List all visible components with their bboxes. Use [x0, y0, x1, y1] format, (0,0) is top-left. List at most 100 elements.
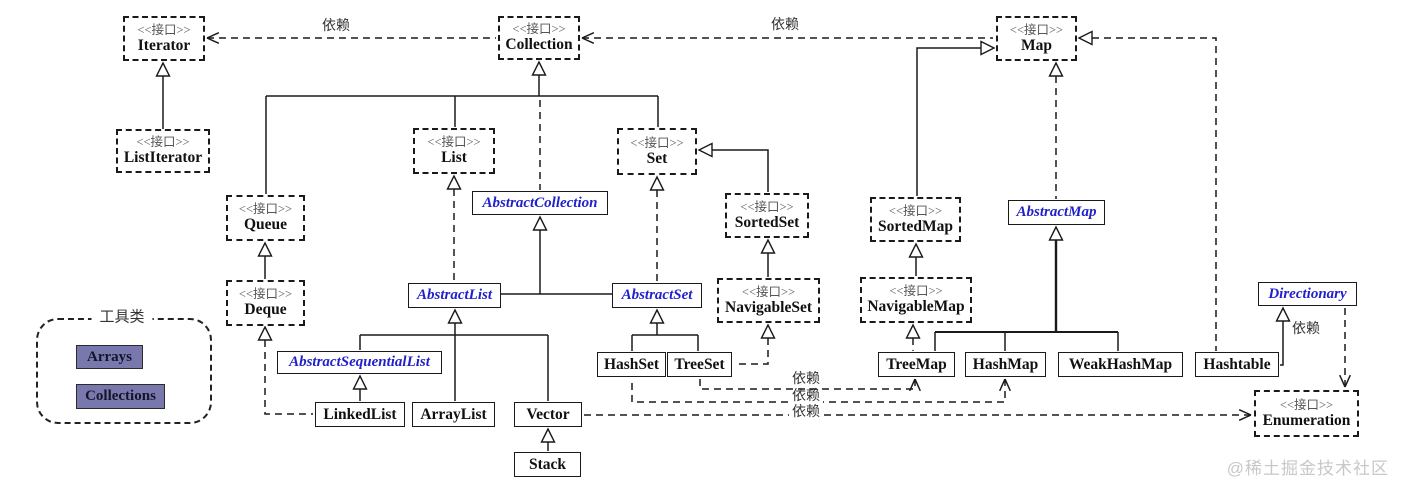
- node-deque: <<接口>>Deque: [226, 280, 305, 326]
- node-navigablemap: <<接口>>NavigableMap: [860, 277, 972, 323]
- edge-hashtable-to-map: [1077, 30, 1217, 351]
- node-label: AbstractMap: [1016, 204, 1097, 221]
- node-abstractcollection: AbstractCollection: [472, 191, 608, 215]
- edge-navigableset-to-sortedset: [760, 238, 776, 277]
- edge-sortedset-to-set: [697, 142, 769, 192]
- node-hashset: HashSet: [597, 352, 666, 377]
- edge-abstractmap-to-map: [1048, 61, 1064, 199]
- node-label: Enumeration: [1262, 411, 1351, 429]
- node-label: ListIterator: [123, 149, 203, 167]
- edge-list-subclasses-to-abstractlist: [447, 308, 463, 335]
- node-label: NavigableMap: [867, 298, 965, 316]
- node-label: AbstractSet: [621, 287, 693, 304]
- dependency-label: 依赖: [789, 373, 823, 387]
- node-iterator: <<接口>>Iterator: [123, 16, 205, 61]
- node-label: AbstractList: [416, 287, 492, 304]
- interface-stereotype: <<接口>>: [630, 135, 684, 150]
- dependency-label: 依赖: [768, 19, 802, 33]
- node-sortedset: <<接口>>SortedSet: [725, 193, 809, 238]
- node-collections: Collections: [76, 384, 165, 409]
- node-linkedlist: LinkedList: [315, 402, 405, 427]
- node-abstractsequentiallist: AbstractSequentialList: [277, 351, 442, 374]
- edge-vector-to-enumeration: [584, 409, 1252, 421]
- edge-sortedmap-to-map: [916, 40, 996, 196]
- edge-treeset-to-treemap: [699, 378, 921, 392]
- node-label: ArrayList: [420, 405, 487, 423]
- node-label: SortedMap: [878, 217, 953, 235]
- node-set: <<接口>>Set: [617, 128, 697, 175]
- node-label: Map: [1021, 36, 1052, 54]
- utility-group-label: 工具类: [91, 310, 153, 326]
- node-weakhashmap: WeakHashMap: [1058, 352, 1183, 377]
- node-treeset: TreeSet: [667, 352, 732, 377]
- edge-stack-to-vector: [540, 427, 556, 451]
- node-label: Stack: [528, 455, 567, 473]
- node-hashmap: HashMap: [965, 352, 1046, 377]
- interface-stereotype: <<接口>>: [427, 135, 481, 150]
- dependency-label: 依赖: [319, 20, 353, 34]
- edge-collection-to-iterator: [206, 32, 496, 44]
- node-label: AbstractSequentialList: [289, 354, 430, 371]
- edge-hashtable-to-directionary: [1275, 306, 1291, 366]
- node-label: Collection: [505, 36, 573, 54]
- node-abstractset: AbstractSet: [612, 283, 702, 308]
- node-label: List: [441, 149, 467, 167]
- node-map: <<接口>>Map: [996, 16, 1077, 61]
- interface-stereotype: <<接口>>: [238, 202, 293, 217]
- edge-deque-to-queue: [257, 241, 273, 279]
- node-collection: <<接口>>Collection: [498, 16, 580, 60]
- interface-stereotype: <<接口>>: [889, 284, 943, 299]
- node-label: Deque: [244, 301, 287, 319]
- node-treemap: TreeMap: [878, 352, 955, 377]
- interface-stereotype: <<接口>>: [238, 287, 293, 302]
- node-label: WeakHashMap: [1068, 355, 1173, 373]
- node-label: Vector: [526, 405, 570, 423]
- node-label: TreeSet: [674, 355, 725, 373]
- edge-treemap-to-navigablemap: [905, 323, 921, 351]
- interface-stereotype: <<接口>>: [136, 135, 190, 150]
- interface-stereotype: <<接口>>: [512, 22, 566, 37]
- node-abstractmap: AbstractMap: [1008, 200, 1105, 225]
- node-label: Arrays: [87, 348, 132, 365]
- dependency-label: 依赖: [789, 406, 823, 420]
- edge-abstractlist-abstractset-to-abstractcollection: [532, 215, 548, 294]
- node-label: Set: [646, 149, 668, 167]
- node-queue: <<接口>>Queue: [226, 195, 305, 241]
- node-label: TreeMap: [886, 355, 947, 373]
- edge-map-to-collection: [581, 32, 993, 44]
- node-label: Hashtable: [1203, 355, 1271, 373]
- node-label: NavigableSet: [725, 298, 812, 316]
- edge-abstractlist-to-list: [446, 174, 462, 282]
- edge-linkedlist-to-deque: [257, 325, 313, 415]
- dependency-label: 依赖: [1289, 323, 1323, 337]
- node-stack: Stack: [514, 452, 581, 477]
- interface-stereotype: <<接口>>: [1009, 22, 1064, 37]
- interface-stereotype: <<接口>>: [1279, 397, 1334, 412]
- node-label: SortedSet: [734, 213, 800, 231]
- edge-set-subclasses-to-abstractset: [649, 308, 665, 335]
- node-label: Directionary: [1268, 285, 1347, 302]
- node-label: HashMap: [972, 355, 1039, 373]
- edge-map-subclasses-to-abstractmap: [1048, 225, 1064, 332]
- watermark: @稀土掘金技术社区: [1226, 459, 1389, 478]
- node-label: LinkedList: [323, 405, 397, 423]
- node-arrays: Arrays: [76, 345, 143, 369]
- node-label: Queue: [243, 216, 288, 234]
- interface-stereotype: <<接口>>: [741, 284, 796, 299]
- interface-stereotype: <<接口>>: [740, 199, 794, 214]
- node-hashtable: Hashtable: [1195, 352, 1279, 377]
- edge-treeset-to-navigableset: [734, 323, 776, 365]
- node-label: HashSet: [603, 355, 660, 373]
- edge-abstractset-to-set: [649, 175, 665, 282]
- node-list: <<接口>>List: [413, 128, 495, 174]
- node-navigableset: <<接口>>NavigableSet: [717, 278, 820, 323]
- node-directionary: Directionary: [1258, 282, 1357, 306]
- edge-linkedlist-to-abstractsequentiallist: [352, 374, 368, 401]
- edge-directionary-to-enumeration: [1339, 307, 1351, 388]
- interface-stereotype: <<接口>>: [888, 203, 943, 218]
- node-abstractlist: AbstractList: [408, 283, 501, 308]
- node-label: AbstractCollection: [482, 194, 598, 211]
- edge-navigablemap-to-sortedmap: [908, 242, 924, 276]
